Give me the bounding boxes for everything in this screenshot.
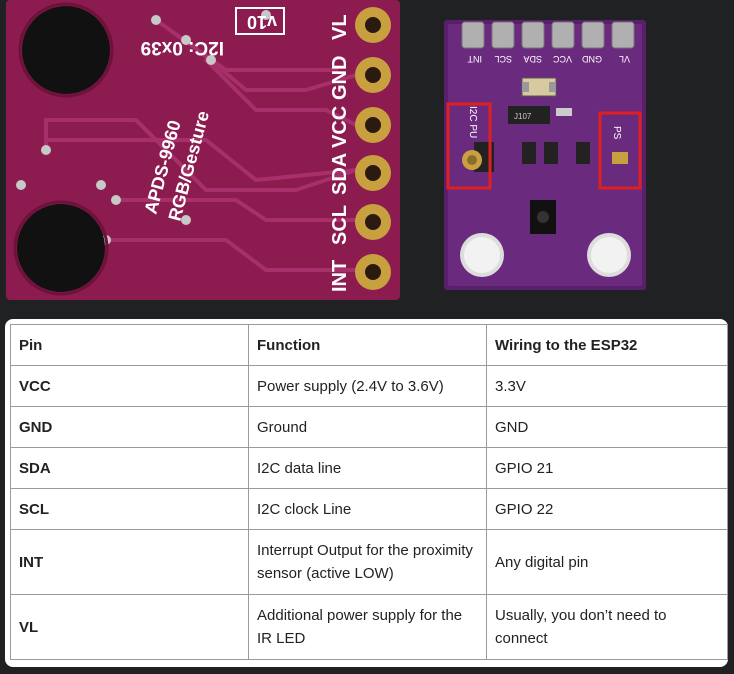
table-row: INT Interrupt Output for the proximity s… <box>10 529 728 595</box>
pin-cell: SDA <box>10 447 249 489</box>
pin-label-vcc: VCC <box>329 106 351 148</box>
function-cell: I2C clock Line <box>248 488 487 530</box>
wiring-cell: Usually, you don’t need to connect <box>486 594 728 660</box>
wiring-cell: GPIO 21 <box>486 447 728 489</box>
front-pin-label-gnd: GND <box>582 54 603 64</box>
function-cell: Ground <box>248 406 487 448</box>
function-cell: I2C data line <box>248 447 487 489</box>
table-row: SCL I2C clock Line GPIO 22 <box>10 488 728 530</box>
column-header-pin: Pin <box>10 324 249 366</box>
wiring-cell: Any digital pin <box>486 529 728 595</box>
column-header-function: Function <box>248 324 487 366</box>
function-cell: Additional power supply for the IR LED <box>248 594 487 660</box>
front-pin-label-int: INT <box>467 54 482 64</box>
pin-cell: SCL <box>10 488 249 530</box>
table-row: VL Additional power supply for the IR LE… <box>10 594 728 660</box>
svg-text:J107: J107 <box>514 112 532 121</box>
wiring-cell: 3.3V <box>486 365 728 407</box>
pin-table: Pin Function Wiring to the ESP32 VCC Pow… <box>10 324 728 660</box>
wiring-cell: GND <box>486 406 728 448</box>
front-pin-label-scl: SCL <box>494 54 512 64</box>
front-pin-label-vcc: VCC <box>552 54 572 64</box>
silk-version: v10 <box>247 12 277 32</box>
apds9960-board-back-photo: VL GND VCC SDA SCL INT v10 I2C: 0x39 APD… <box>6 0 400 300</box>
wiring-cell: GPIO 22 <box>486 488 728 530</box>
apds9960-board-front-photo: INT SCL SDA VCC GND VL J107 I2C PU PS <box>444 20 646 290</box>
table-row: GND Ground GND <box>10 406 728 448</box>
pin-label-sda: SDA <box>329 153 351 195</box>
table-row: VCC Power supply (2.4V to 3.6V) 3.3V <box>10 365 728 407</box>
pin-cell: VL <box>10 594 249 660</box>
pin-cell: VCC <box>10 365 249 407</box>
header-pads <box>355 7 391 290</box>
function-cell: Power supply (2.4V to 3.6V) <box>248 365 487 407</box>
jumper-label-i2c-pu: I2C PU <box>467 106 478 138</box>
pin-label-gnd: GND <box>329 56 351 100</box>
highlight-i2c-pu <box>446 102 492 190</box>
column-header-wiring: Wiring to the ESP32 <box>486 324 728 366</box>
pin-label-scl: SCL <box>329 205 351 245</box>
pin-label-vl: VL <box>329 14 351 40</box>
silk-i2c-address: I2C: 0x39 <box>141 37 224 58</box>
pin-cell: GND <box>10 406 249 448</box>
jumper-label-ps: PS <box>611 126 622 140</box>
front-pin-label-sda: SDA <box>523 54 542 64</box>
pin-label-int: INT <box>329 260 351 292</box>
front-pin-label-vl: VL <box>619 54 630 64</box>
table-row: SDA I2C data line GPIO 21 <box>10 447 728 489</box>
function-cell: Interrupt Output for the proximity senso… <box>248 529 487 595</box>
pin-cell: INT <box>10 529 249 595</box>
highlight-ps <box>598 111 642 190</box>
pin-table-card: Pin Function Wiring to the ESP32 VCC Pow… <box>5 319 728 667</box>
table-header-row: Pin Function Wiring to the ESP32 <box>10 324 728 366</box>
